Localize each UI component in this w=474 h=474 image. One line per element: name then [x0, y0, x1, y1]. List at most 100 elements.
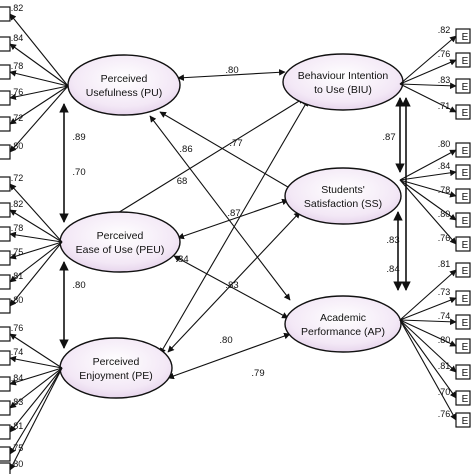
coef-pe-biu: .84: [175, 254, 188, 265]
loading-value-pe-2: .74: [11, 347, 24, 357]
loading-value-biu-1: .82: [438, 25, 451, 35]
coef-pu-ap: 68: [177, 176, 188, 187]
construct-ss-line2: Satisfaction (SS): [304, 198, 382, 210]
coef-peu-ss: .87: [227, 208, 240, 219]
coef-ss-ap: .83: [386, 235, 399, 246]
loading-arrow-peu-1: [9, 183, 63, 243]
loading-arrow-biu-2: [399, 59, 457, 85]
path-pe-ss: [167, 211, 301, 353]
loading-value-ap-3: .74: [438, 311, 451, 321]
construct-ss: Students' Satisfaction (SS): [284, 167, 402, 225]
indicators-biu: E.82E.76E.83E.71: [399, 25, 471, 120]
loading-value-ap-1: .81: [438, 259, 451, 269]
loading-value-pe-4: .83: [11, 397, 24, 407]
indicator-box-label-ss-3: E: [462, 192, 469, 203]
loading-arrow-pe-7: [9, 367, 63, 471]
loading-arrow-biu-3: [399, 82, 457, 90]
loading-value-peu-2: .82: [11, 199, 24, 209]
indicator-box-ss-2: [455, 164, 471, 180]
indicator-box-pe-4: [0, 400, 11, 416]
loading-value-peu-1: .72: [11, 173, 24, 183]
loading-arrow-pe-1: [9, 333, 63, 369]
indicator-box-pe-6: [0, 446, 11, 462]
loading-value-pu-3: .78: [11, 61, 24, 71]
indicator-box-pe-5: [0, 424, 11, 440]
indicator-box-pu-3: [0, 64, 11, 80]
coef-pe-ap: .79: [251, 368, 264, 379]
loading-value-peu-3: .78: [11, 223, 24, 233]
indicator-box-label-ap-1: E: [462, 266, 469, 277]
loading-arrow-pu-6: [9, 85, 69, 153]
indicator-box-ap-2: [455, 290, 471, 306]
loading-value-ss-5: .76: [438, 233, 451, 243]
loading-arrow-peu-6: [9, 241, 63, 307]
construct-pu: Perceived Usefulness (PU): [67, 54, 181, 116]
loading-arrow-pu-5: [9, 85, 69, 125]
loading-value-pe-3: .84: [11, 373, 24, 383]
loading-arrow-ap-5: [399, 319, 457, 373]
indicator-box-label-biu-4: E: [462, 108, 469, 119]
indicator-box-label-ap-2: E: [462, 294, 469, 305]
indicator-box-ap-1: [455, 262, 471, 278]
loading-arrow-ss-4: [399, 179, 457, 221]
loading-arrow-pe-4: [9, 367, 63, 409]
construct-biu-line1: Behaviour Intention: [298, 70, 389, 82]
loading-arrow-ap-4: [399, 319, 457, 347]
loading-arrow-ap-6: [399, 319, 457, 399]
indicators-ap: E.81E.73E.74E.80E.81E.70E.76: [399, 259, 471, 428]
indicator-box-ss-1: [455, 142, 471, 158]
coef-pe-ss: .80: [219, 335, 232, 346]
indicator-box-pu-4: [0, 90, 11, 106]
coef-peu-biu: .77: [229, 138, 242, 149]
loading-arrow-ss-5: [399, 179, 457, 245]
coef-pu-peu: .89: [72, 132, 85, 143]
indicator-box-ap-6: [455, 390, 471, 406]
loading-arrow-biu-4: [399, 83, 457, 113]
loading-value-pe-5: .81: [11, 421, 24, 431]
loading-value-pe-7: .80: [11, 459, 24, 469]
loading-arrow-ap-2: [399, 297, 457, 321]
loading-arrow-biu-1: [399, 35, 457, 85]
loading-value-ap-2: .73: [438, 287, 451, 297]
loading-value-ap-5: .81: [438, 361, 451, 371]
loading-value-peu-4: .75: [11, 247, 24, 257]
indicator-box-biu-4: [455, 104, 471, 120]
coef-pu-ss: .86: [179, 144, 192, 155]
loading-value-ss-3: .78: [438, 185, 451, 195]
loading-arrow-pe-2: [9, 355, 63, 369]
indicator-box-pe-3: [0, 376, 11, 392]
coef-biu-ap: .84: [386, 264, 399, 275]
indicator-box-pe-1: [0, 326, 11, 342]
indicator-box-ap-3: [455, 314, 471, 330]
construct-peu-line1: Perceived: [97, 230, 144, 242]
loading-value-ap-7: .76: [438, 409, 451, 419]
path-pu-biu: [177, 69, 286, 81]
indicator-box-label-biu-3: E: [462, 82, 469, 93]
path-peu-ss: [177, 198, 289, 240]
indicator-box-biu-1: [455, 28, 471, 44]
loading-arrow-pu-1: [9, 13, 69, 87]
indicator-box-peu-1: [0, 176, 11, 192]
loading-value-pu-4: .76: [11, 87, 24, 97]
loading-value-peu-5: .81: [11, 271, 24, 281]
indicator-box-label-ap-4: E: [462, 342, 469, 353]
construct-pe: Perceived Enjoyment (PE): [59, 337, 173, 399]
path-coefficients: .80 .89 .70 .86 .77 68 .87 .84 .83 .80 .…: [72, 65, 399, 379]
indicator-box-ss-3: [455, 188, 471, 204]
loading-value-ss-4: .80: [438, 209, 451, 219]
indicator-box-label-ap-3: E: [462, 318, 469, 329]
construct-ss-line1: Students': [321, 184, 364, 196]
indicators-pu: .82.84.78.76.72.80: [0, 3, 69, 160]
loading-value-biu-2: .76: [438, 49, 451, 59]
loading-value-biu-4: .71: [438, 101, 451, 111]
indicator-box-pu-1: [0, 6, 11, 22]
indicator-box-label-ap-5: E: [462, 368, 469, 379]
constructs: Perceived Usefulness (PU) Perceived Ease…: [59, 53, 404, 399]
loading-arrow-ss-2: [399, 169, 457, 181]
loading-arrow-pe-3: [9, 367, 63, 386]
loading-arrow-peu-5: [9, 241, 63, 283]
indicators-peu: .72.82.78.75.81.80: [0, 173, 63, 314]
coef-pu-peu-inner: .70: [72, 167, 85, 178]
loading-arrow-ss-1: [399, 149, 457, 181]
